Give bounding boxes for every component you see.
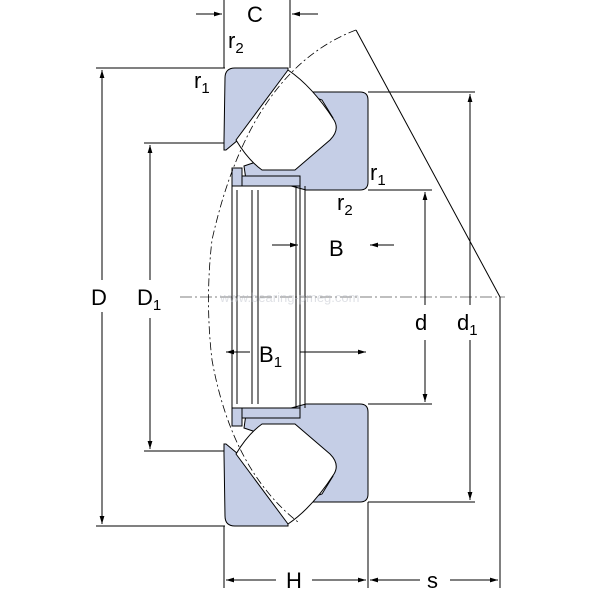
label-r2-top: r2 xyxy=(228,28,244,57)
label-D: D xyxy=(91,285,107,310)
housing-washer-upper xyxy=(223,67,289,151)
label-D1: D1 xyxy=(137,285,161,314)
radius-line xyxy=(355,29,501,298)
raceway-arc xyxy=(208,29,357,523)
label-B: B xyxy=(329,236,344,261)
housing-washer-lower xyxy=(223,443,289,527)
cage-upper xyxy=(231,167,301,187)
label-B1: B1 xyxy=(259,342,282,371)
label-s: s xyxy=(427,568,438,593)
extension-lines xyxy=(96,0,501,588)
label-H: H xyxy=(286,568,302,593)
roller-lower xyxy=(235,423,337,525)
watermark: www.bearing-pmeg.com xyxy=(219,290,359,305)
label-r1-right: r1 xyxy=(370,160,386,189)
label-d: d xyxy=(415,310,427,335)
label-d1: d1 xyxy=(457,310,478,339)
roller-upper xyxy=(235,69,337,171)
label-r1-top: r1 xyxy=(194,68,210,97)
label-C: C xyxy=(247,2,263,27)
cage-lower xyxy=(231,407,301,427)
label-r2-right: r2 xyxy=(337,190,353,219)
